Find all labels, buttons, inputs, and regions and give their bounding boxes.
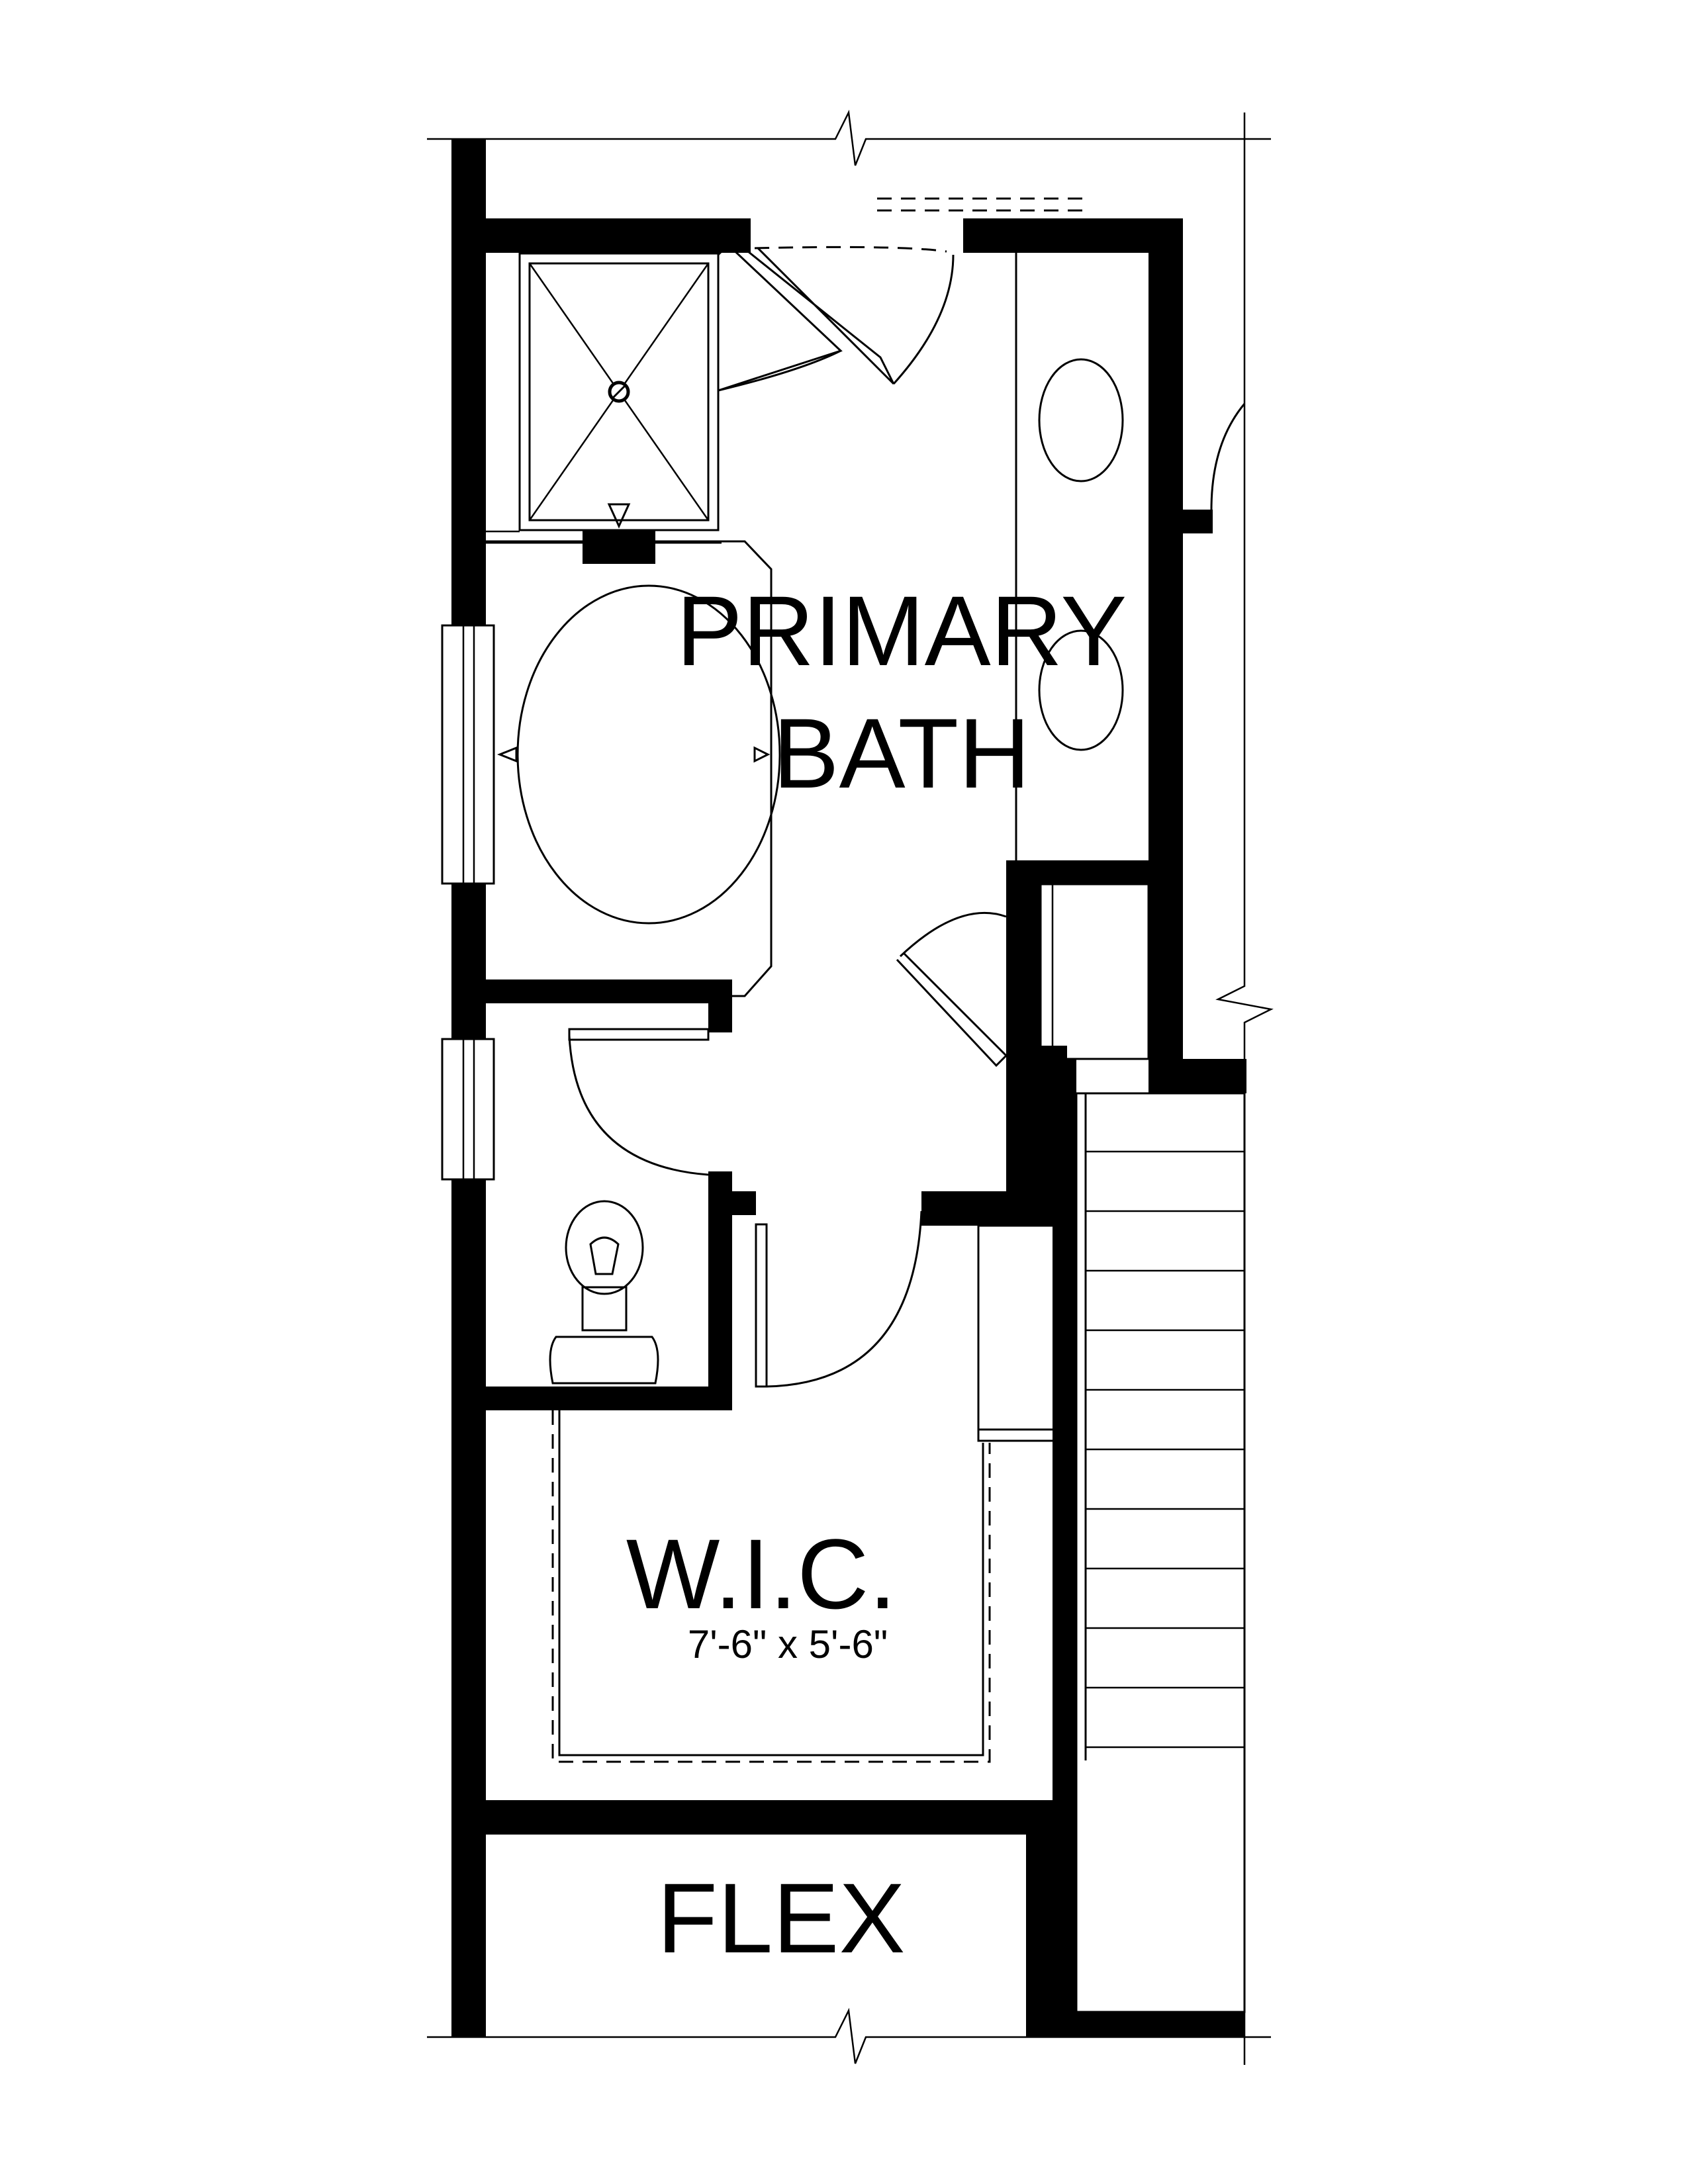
linen-door (896, 911, 1008, 1068)
flex-label: FLEX (657, 1862, 905, 1974)
shower-door (717, 243, 843, 392)
entry-door-top (747, 197, 1086, 385)
door-right-exterior (1210, 403, 1246, 510)
wic-door (755, 1210, 923, 1388)
bathtub (486, 540, 781, 997)
break-line-top (427, 109, 1271, 166)
wic-dimensions: 7'-6" x 5'-6" (688, 1622, 888, 1666)
primary-bath-label-line1: PRIMARY (677, 575, 1127, 686)
linen-closet (1039, 883, 1150, 1060)
walls (451, 139, 1246, 2037)
shower (486, 252, 722, 564)
wic-label: W.I.C. (626, 1518, 896, 1629)
primary-bath-label-line2: BATH (773, 698, 1031, 809)
toilet (549, 1200, 659, 1385)
wic-shelving (551, 1224, 1056, 1763)
toilet-room-door (568, 1028, 710, 1176)
vanity (1015, 253, 1124, 860)
break-line-bottom (427, 2007, 1271, 2064)
window-left-lower (441, 1038, 495, 1181)
stairs (1075, 1092, 1246, 2013)
window-left-upper (441, 624, 495, 885)
